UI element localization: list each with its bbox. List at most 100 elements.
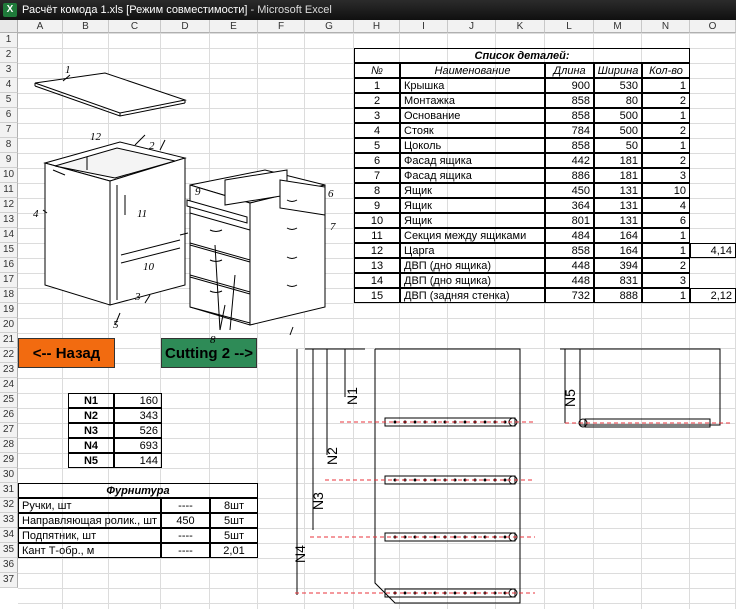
dim-label-n3: N3 [310, 492, 326, 510]
row-header-33[interactable]: 33 [0, 513, 18, 528]
row-header-16[interactable]: 16 [0, 258, 18, 273]
row-header-5[interactable]: 5 [0, 93, 18, 108]
row-header-4[interactable]: 4 [0, 78, 18, 93]
file-title: Расчёт комода 1.xls [Режим совместимости… [22, 4, 248, 16]
row-header-11[interactable]: 11 [0, 183, 18, 198]
column-gridline [108, 33, 109, 609]
column-header-A[interactable]: A [18, 20, 63, 33]
row-header-19[interactable]: 19 [0, 303, 18, 318]
column-header-J[interactable]: J [448, 20, 496, 33]
row-header-35[interactable]: 35 [0, 543, 18, 558]
row-header-20[interactable]: 20 [0, 318, 18, 333]
row-header-7[interactable]: 7 [0, 123, 18, 138]
part-value: 131 [594, 183, 642, 198]
column-header-N[interactable]: N [642, 20, 690, 33]
row-header-6[interactable]: 6 [0, 108, 18, 123]
row-header-37[interactable]: 37 [0, 573, 18, 588]
dim-name: N2 [68, 408, 114, 423]
part-value: 14 [354, 273, 400, 288]
row-header-17[interactable]: 17 [0, 273, 18, 288]
dim-label-n4: N4 [292, 545, 308, 563]
row-header-18[interactable]: 18 [0, 288, 18, 303]
row-header-22[interactable]: 22 [0, 348, 18, 363]
part-value: 7 [354, 168, 400, 183]
row-header-9[interactable]: 9 [0, 153, 18, 168]
part-value: 2 [354, 93, 400, 108]
part-value: 394 [594, 258, 642, 273]
row-header-26[interactable]: 26 [0, 408, 18, 423]
part-value: 2 [642, 123, 690, 138]
column-header-H[interactable]: H [354, 20, 400, 33]
part-value: 11 [354, 228, 400, 243]
row-header-15[interactable]: 15 [0, 243, 18, 258]
part-value: 500 [594, 123, 642, 138]
hardware-name: Ручки, шт [18, 498, 161, 513]
column-header-D[interactable]: D [161, 20, 210, 33]
column-header-I[interactable]: I [400, 20, 448, 33]
row-header-1[interactable]: 1 [0, 33, 18, 48]
column-header-L[interactable]: L [545, 20, 594, 33]
row-header-12[interactable]: 12 [0, 198, 18, 213]
column-header-M[interactable]: M [594, 20, 642, 33]
column-header-C[interactable]: C [109, 20, 161, 33]
row-header-14[interactable]: 14 [0, 228, 18, 243]
dim-label-n2: N2 [324, 447, 340, 465]
row-header-32[interactable]: 32 [0, 498, 18, 513]
select-all-corner[interactable] [0, 20, 18, 33]
callout-5: 5 [113, 319, 119, 331]
parts-list-title: Список деталей: [354, 48, 690, 63]
back-button[interactable]: <-- Назад [18, 338, 115, 368]
part-value: 131 [594, 213, 642, 228]
rail [584, 418, 711, 428]
part-value: 1 [354, 78, 400, 93]
excel-icon[interactable]: X [3, 3, 17, 17]
part-value: 858 [545, 243, 594, 258]
row-header-2[interactable]: 2 [0, 48, 18, 63]
row-header-34[interactable]: 34 [0, 528, 18, 543]
part-value: 448 [545, 273, 594, 288]
row-header-13[interactable]: 13 [0, 213, 18, 228]
part-value: 3 [642, 168, 690, 183]
column-header-F[interactable]: F [258, 20, 305, 33]
column-gridline [544, 33, 545, 609]
part-value: 3 [642, 273, 690, 288]
column-header-E[interactable]: E [210, 20, 258, 33]
part-name: Стояк [400, 123, 545, 138]
row-header-29[interactable]: 29 [0, 453, 18, 468]
part-value: 6 [354, 153, 400, 168]
row-header-10[interactable]: 10 [0, 168, 18, 183]
title-bar: X Расчёт комода 1.xls [Режим совместимос… [0, 0, 736, 20]
rail-hole [503, 535, 507, 539]
row-header-36[interactable]: 36 [0, 558, 18, 573]
row-header-30[interactable]: 30 [0, 468, 18, 483]
cutting-2-button[interactable]: Cutting 2 --> [161, 338, 257, 368]
part-value: 364 [545, 198, 594, 213]
part-value: 164 [594, 228, 642, 243]
row-header-24[interactable]: 24 [0, 378, 18, 393]
parts-header: № [354, 63, 400, 78]
row-header-8[interactable]: 8 [0, 138, 18, 153]
row-header-28[interactable]: 28 [0, 438, 18, 453]
parts-header: Кол-во [642, 63, 690, 78]
hardware-value: 5шт [210, 528, 258, 543]
row-header-3[interactable]: 3 [0, 63, 18, 78]
row-header-23[interactable]: 23 [0, 363, 18, 378]
column-header-G[interactable]: G [305, 20, 354, 33]
row-header-25[interactable]: 25 [0, 393, 18, 408]
column-header-K[interactable]: K [496, 20, 545, 33]
row-header-21[interactable]: 21 [0, 333, 18, 348]
dim-value: 144 [114, 453, 162, 468]
part-name: Секция между ящиками [400, 228, 545, 243]
part-name: Фасад ящика [400, 168, 545, 183]
part-value: 448 [545, 258, 594, 273]
column-header-O[interactable]: O [690, 20, 736, 33]
part-name: Ящик [400, 198, 545, 213]
part-value: 131 [594, 198, 642, 213]
part-value: 4 [354, 123, 400, 138]
row-header-31[interactable]: 31 [0, 483, 18, 498]
part-value: 8 [354, 183, 400, 198]
column-header-B[interactable]: B [63, 20, 109, 33]
row-header-27[interactable]: 27 [0, 423, 18, 438]
part-value: 1 [642, 243, 690, 258]
